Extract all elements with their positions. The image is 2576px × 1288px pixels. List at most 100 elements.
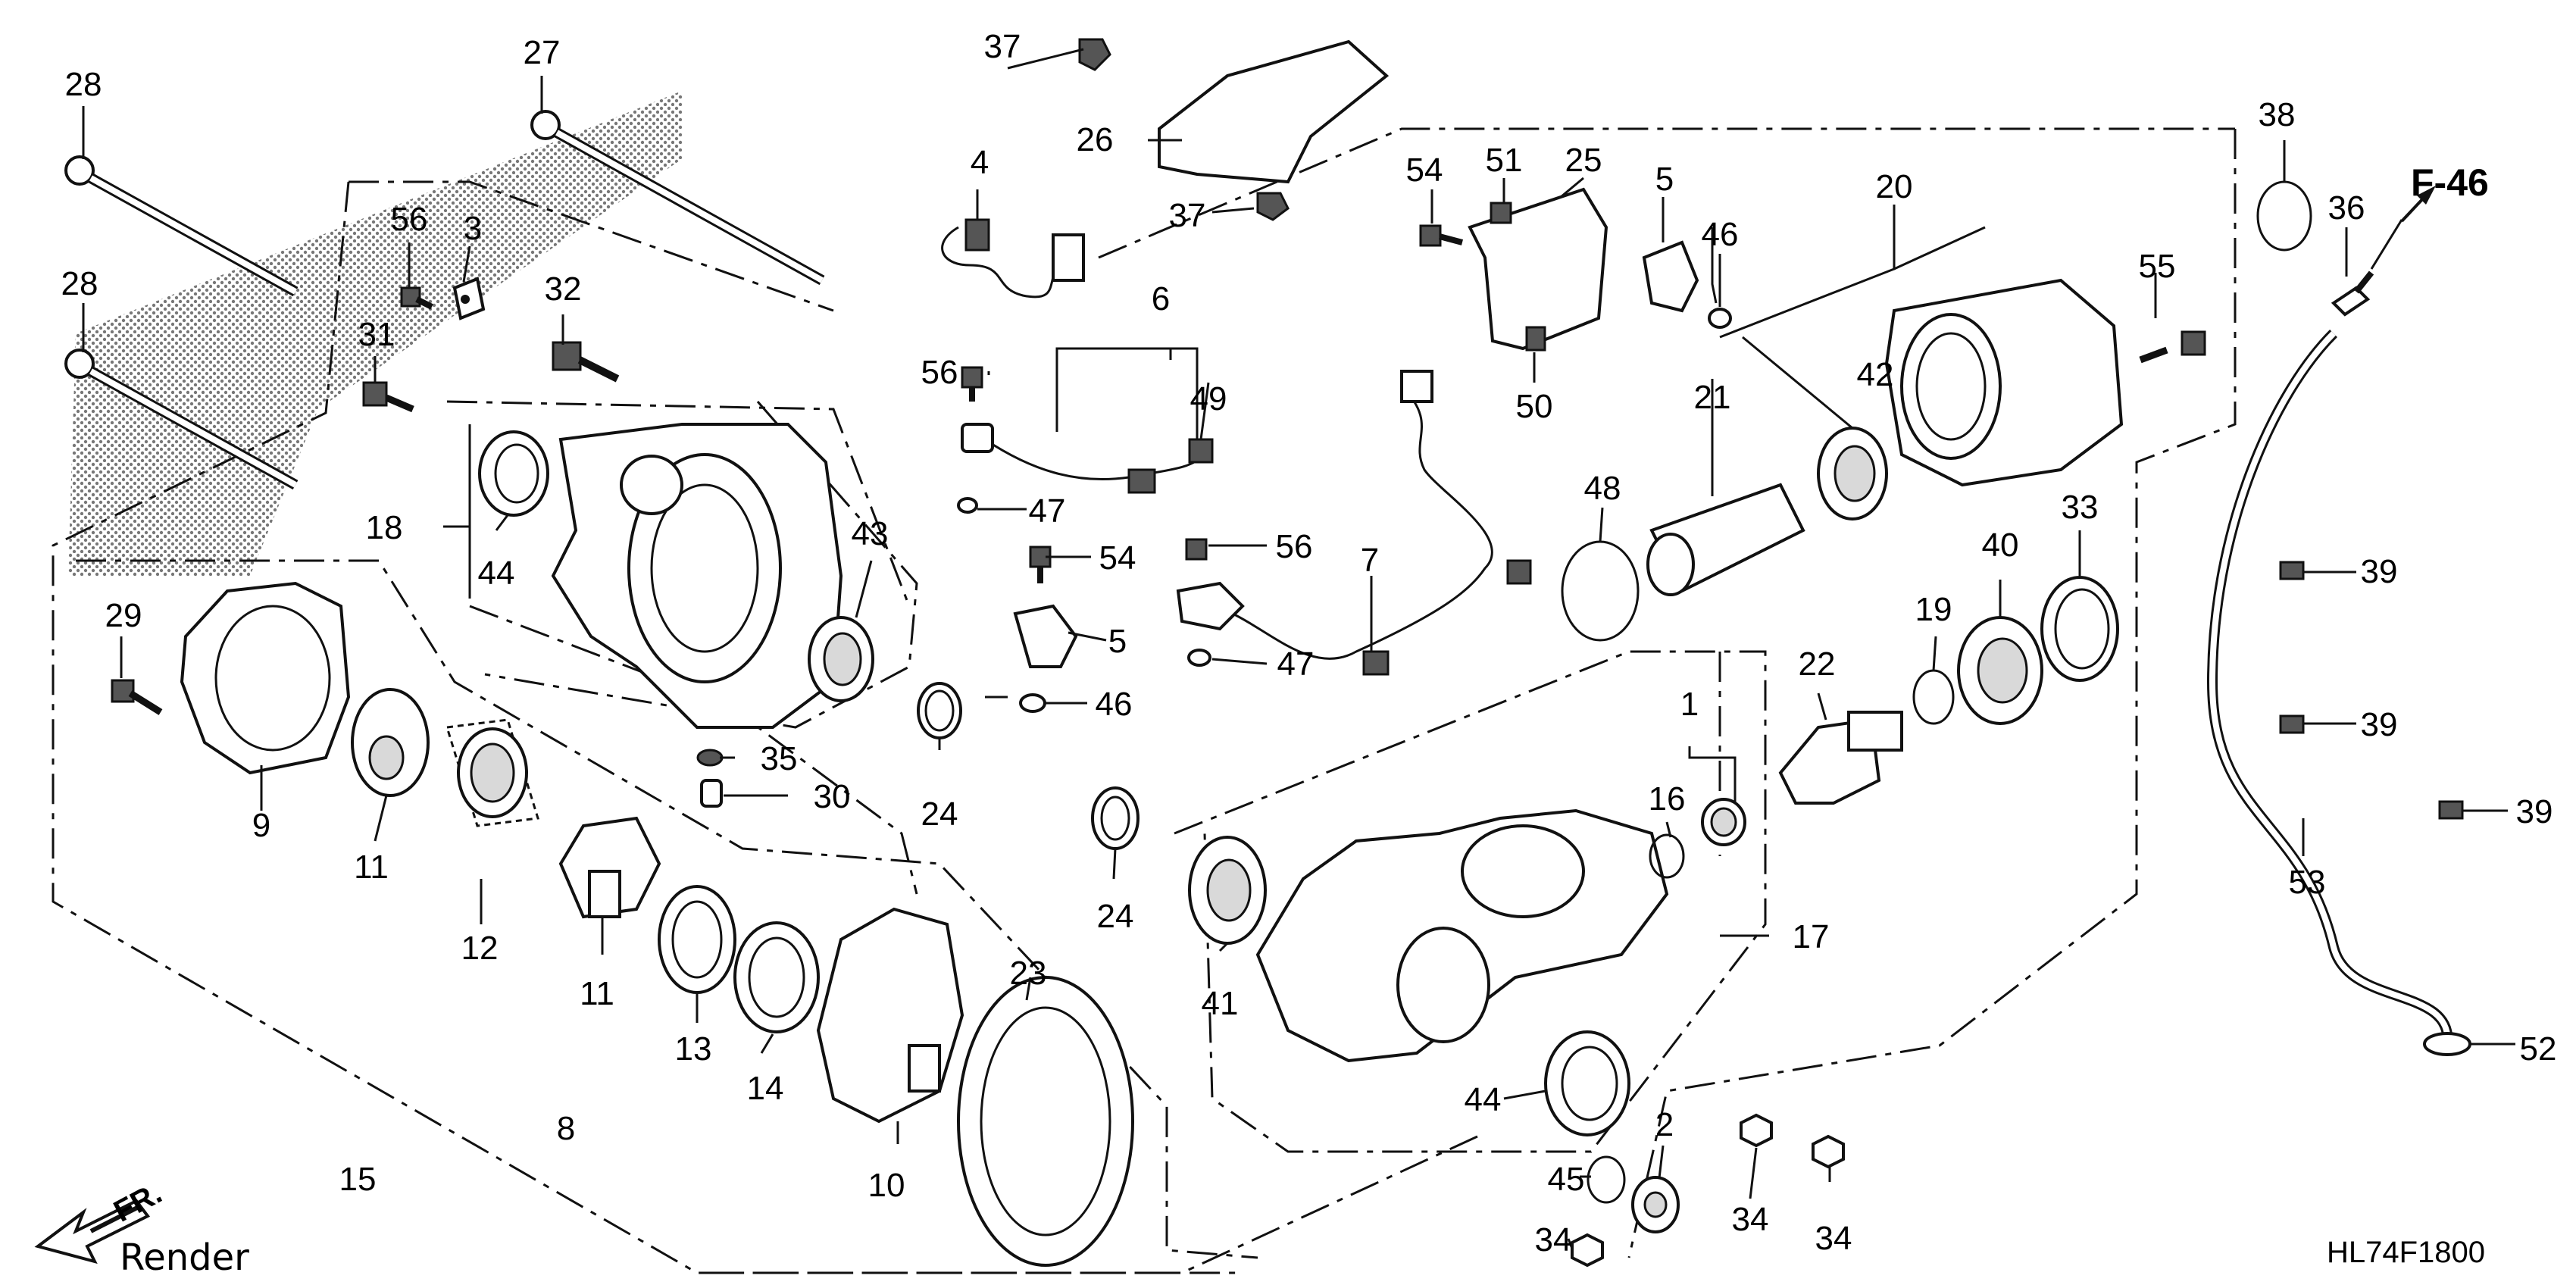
sensor-5-mid[interactable] bbox=[1176, 581, 1245, 631]
bolt-32[interactable] bbox=[552, 341, 620, 383]
clip-37-lower[interactable] bbox=[1256, 192, 1290, 221]
callout-22: 22 bbox=[1798, 646, 1836, 683]
bearing-43[interactable] bbox=[808, 616, 874, 702]
bolt-29[interactable] bbox=[111, 679, 163, 715]
callout-19: 19 bbox=[1915, 591, 1952, 628]
callout-28b: 28 bbox=[61, 265, 98, 302]
washer-46-lower[interactable] bbox=[1019, 693, 1046, 713]
bolt-56-mid[interactable] bbox=[961, 366, 983, 402]
bolt-35[interactable] bbox=[696, 749, 724, 767]
sensor-harness-6[interactable] bbox=[961, 423, 1214, 494]
callout-36: 36 bbox=[2327, 189, 2365, 227]
seal-16[interactable] bbox=[1649, 833, 1685, 879]
gear-11-lower[interactable] bbox=[558, 816, 661, 919]
seal-44-lower[interactable] bbox=[1544, 1030, 1630, 1136]
washer-47-lower[interactable] bbox=[1187, 649, 1211, 667]
bolt-31[interactable] bbox=[362, 381, 414, 413]
o-ring-24-lower[interactable] bbox=[1091, 786, 1140, 850]
breather-36[interactable] bbox=[2331, 270, 2374, 317]
callout-50: 50 bbox=[1515, 388, 1553, 425]
callout-54a: 54 bbox=[1405, 152, 1443, 189]
gear-11-upper[interactable] bbox=[351, 688, 430, 797]
sensor-5-upper[interactable] bbox=[1642, 240, 1699, 313]
pinion-22[interactable] bbox=[1778, 711, 1903, 805]
case-17[interactable] bbox=[1255, 808, 1669, 1063]
actuator-20[interactable] bbox=[1884, 278, 2124, 487]
shading-area bbox=[68, 91, 682, 576]
bearing-41[interactable] bbox=[1188, 836, 1267, 945]
callout-18: 18 bbox=[365, 509, 403, 546]
bracket-3[interactable] bbox=[452, 277, 486, 320]
callout-5a: 5 bbox=[1655, 161, 1674, 198]
plug-50[interactable] bbox=[1525, 326, 1546, 352]
bolt-28-upper[interactable] bbox=[64, 155, 299, 297]
bolt-56-right[interactable] bbox=[1185, 538, 1208, 561]
clip-39-b[interactable] bbox=[2279, 714, 2305, 734]
bolt-56[interactable] bbox=[400, 286, 433, 310]
bracket-26[interactable] bbox=[1158, 39, 1390, 184]
washer-47-upper[interactable] bbox=[957, 497, 978, 514]
bolt-28-lower[interactable] bbox=[64, 349, 299, 490]
bush-1[interactable] bbox=[1701, 798, 1746, 846]
nut-2[interactable] bbox=[1631, 1176, 1680, 1233]
callout-45: 45 bbox=[1547, 1161, 1585, 1198]
o-ring-24-upper[interactable] bbox=[917, 682, 962, 739]
bolt-55[interactable] bbox=[2139, 330, 2206, 364]
leader-lines bbox=[82, 48, 2515, 1249]
bearing-40[interactable] bbox=[1957, 616, 2043, 725]
callout-6: 6 bbox=[1151, 280, 1171, 317]
callout-37a: 37 bbox=[983, 28, 1021, 65]
bolt-54-upper[interactable] bbox=[1419, 224, 1464, 247]
clip-37-upper[interactable] bbox=[1078, 38, 1111, 71]
callout-17: 17 bbox=[1792, 918, 1830, 955]
callout-49: 49 bbox=[1190, 380, 1227, 417]
callout-20: 20 bbox=[1875, 168, 1913, 205]
washer-46-upper[interactable] bbox=[1708, 308, 1732, 329]
washer-45[interactable] bbox=[1587, 1155, 1626, 1204]
callout-52: 52 bbox=[2519, 1030, 2557, 1068]
plug-30[interactable] bbox=[700, 779, 723, 808]
bracket-25[interactable] bbox=[1468, 187, 1608, 351]
bolt-54-mid[interactable] bbox=[1029, 546, 1052, 583]
seal-44-upper[interactable] bbox=[478, 430, 549, 517]
sensor-5-lower[interactable] bbox=[1013, 604, 1078, 668]
o-ring-48[interactable] bbox=[1561, 540, 1640, 642]
front-arrow-icon bbox=[34, 1199, 151, 1265]
washer-14[interactable] bbox=[733, 921, 820, 1033]
nut-34-b[interactable] bbox=[1740, 1113, 1773, 1148]
callout-32: 32 bbox=[544, 270, 582, 308]
housing-18[interactable] bbox=[551, 423, 843, 729]
callout-37b: 37 bbox=[1168, 197, 1206, 234]
hose-53[interactable] bbox=[2206, 330, 2453, 1046]
case-10[interactable] bbox=[816, 907, 964, 1124]
washer-13[interactable] bbox=[658, 885, 736, 994]
callout-47b: 47 bbox=[1277, 646, 1315, 683]
bearing-42[interactable] bbox=[1817, 427, 1888, 521]
clip-39-a[interactable] bbox=[2279, 561, 2305, 580]
callout-47a: 47 bbox=[1028, 492, 1066, 530]
race-33[interactable] bbox=[2040, 576, 2119, 682]
callout-21: 21 bbox=[1693, 379, 1731, 416]
harness-4[interactable] bbox=[941, 218, 1085, 299]
ref-arrow-icon bbox=[2400, 186, 2436, 223]
nut-34-c[interactable] bbox=[1812, 1134, 1845, 1169]
clip-38[interactable] bbox=[2256, 180, 2312, 252]
callout-46b: 46 bbox=[1095, 686, 1133, 723]
case-9[interactable] bbox=[180, 581, 351, 775]
bolt-27[interactable] bbox=[530, 110, 825, 286]
bolt-51[interactable] bbox=[1490, 202, 1512, 224]
callout-2: 2 bbox=[1655, 1106, 1674, 1143]
harness-7[interactable] bbox=[1204, 370, 1532, 676]
clamp-52[interactable] bbox=[2423, 1032, 2471, 1056]
cage-12[interactable] bbox=[445, 718, 539, 827]
diagram-code: HL74F1800 bbox=[2327, 1236, 2486, 1269]
shaft-21[interactable] bbox=[1646, 483, 1805, 596]
callout-56c: 56 bbox=[1275, 528, 1313, 565]
ring-gear-23[interactable] bbox=[957, 976, 1134, 1267]
shim-19[interactable] bbox=[1912, 669, 1955, 725]
callout-54b: 54 bbox=[1099, 539, 1136, 577]
nut-34-a[interactable] bbox=[1571, 1233, 1604, 1268]
clip-39-c[interactable] bbox=[2438, 800, 2464, 820]
callout-15: 15 bbox=[339, 1161, 377, 1198]
